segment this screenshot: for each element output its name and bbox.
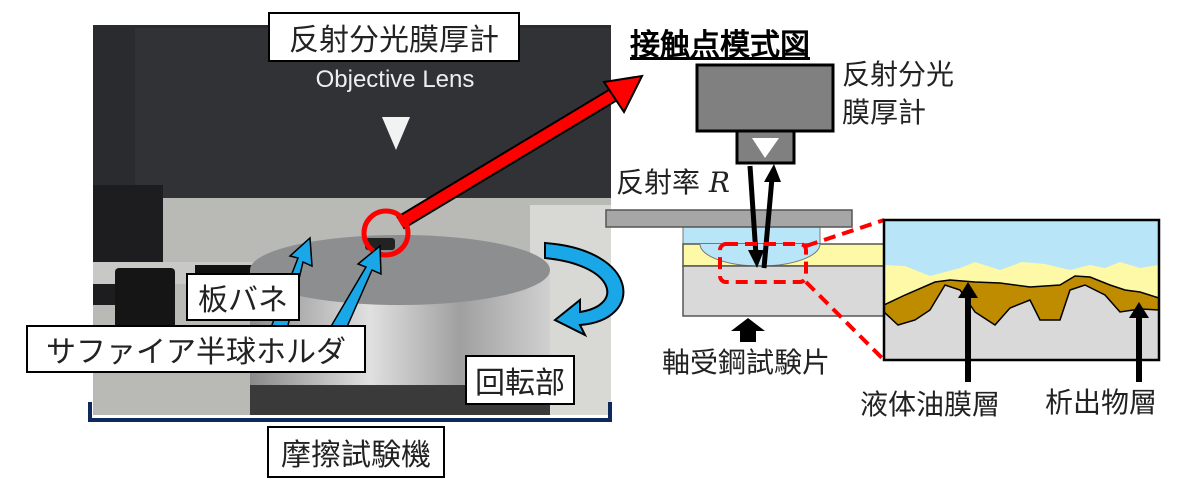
zoom-red-arrow: [361, 74, 644, 258]
cross-section-detail: [882, 218, 1161, 382]
meter-label-line2: 膜厚計: [842, 96, 927, 129]
reflectance-symbol: R: [708, 166, 731, 199]
contact-point-circle: [361, 208, 411, 258]
deposit-layer-label: 析出物層: [1045, 386, 1158, 419]
machine-bracket: [88, 402, 612, 422]
oil-layer-label: 液体油膜層: [860, 388, 1001, 421]
meter-label-box: 反射分光膜厚計: [268, 12, 520, 62]
objective-lens-text: Objective Lens: [315, 66, 475, 93]
reflectance-text: 反射率: [616, 166, 701, 199]
zoom-region-box: [718, 242, 808, 284]
steel-specimen: [682, 265, 886, 317]
meter-label-line1: 反射分光: [842, 58, 955, 91]
meter-body: [695, 63, 835, 133]
glass-plate: [605, 209, 853, 228]
rotation-label: 回転部: [465, 355, 575, 405]
lens-triangle-icon: [752, 138, 779, 158]
rotation-arrow-icon: [544, 241, 625, 338]
specimen-label: 軸受鋼試験片: [662, 346, 831, 379]
reflectance-label: 反射率 R: [616, 166, 731, 199]
lens-triangle-icon: [382, 117, 410, 150]
machine-label: 摩擦試験機: [267, 426, 445, 478]
light-beam-arrows: [747, 164, 781, 269]
load-arrow-icon: [731, 318, 765, 342]
schematic-title: 接触点模式図: [630, 28, 810, 63]
holder-label: サファイア半球ホルダ: [26, 325, 366, 373]
leaf-spring-label: 板バネ: [186, 273, 300, 321]
